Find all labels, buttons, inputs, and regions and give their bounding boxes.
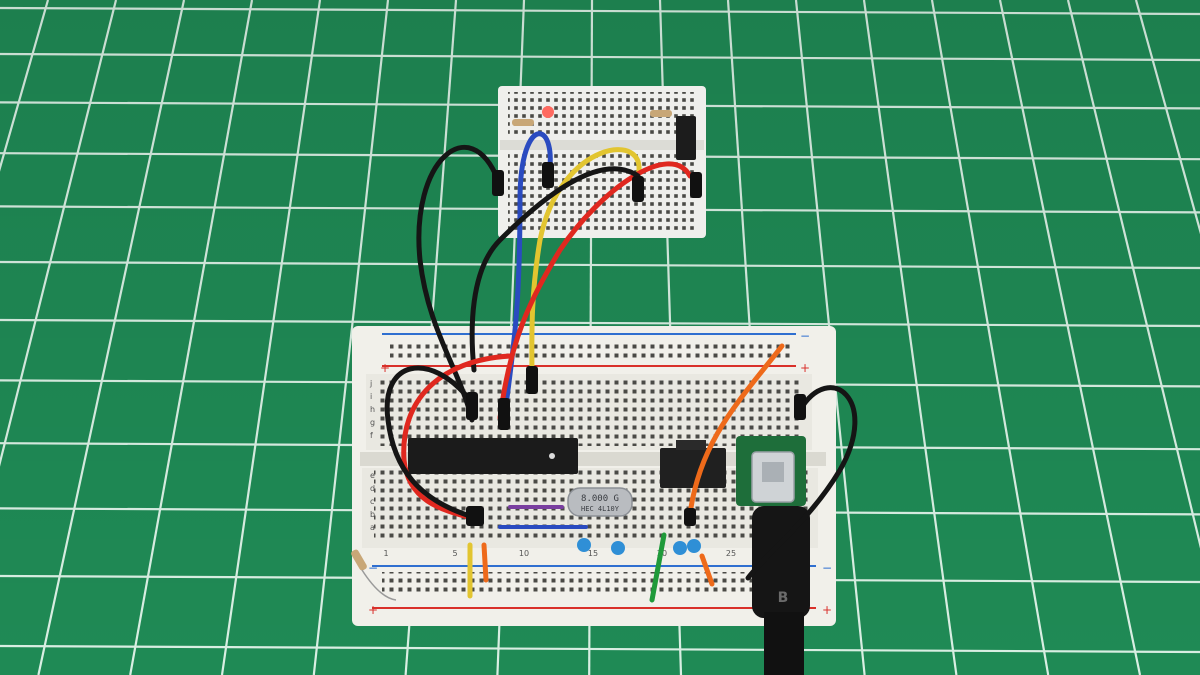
wire-plug-ends: [466, 162, 806, 526]
microcontroller-chip: [408, 438, 578, 474]
bottom-rail-holes: [382, 572, 802, 594]
resistor-lead: [361, 569, 397, 601]
plug-end: [794, 394, 806, 420]
regulator-tab: [676, 440, 706, 450]
orange-wire-long: [687, 343, 785, 517]
plug-end: [498, 398, 510, 430]
usb-module-connector-inner: [762, 462, 784, 482]
column-number: 1: [383, 549, 388, 558]
plug-end: [542, 162, 554, 188]
crystal-label-line1: 8.000 G: [581, 494, 619, 504]
capacitor-4: [687, 539, 701, 553]
jumper-wires: [384, 131, 858, 581]
row-letter: f: [370, 431, 373, 440]
capacitor-1: [577, 538, 591, 552]
bottom-rail-plus-label: +: [368, 603, 378, 617]
column-number: 10: [519, 549, 529, 558]
row-letter: h: [370, 405, 375, 414]
small-breadboard-channel: [500, 140, 704, 150]
upper-terminal-holes: [376, 378, 800, 446]
yellow-wire: [529, 147, 642, 385]
black-wire-3: [384, 365, 473, 519]
orange-jumper-short-right: [699, 553, 715, 587]
top-rail-minus-label: −: [800, 329, 810, 343]
bottom-rail-plus-label-right: +: [822, 603, 832, 617]
black-wire-2: [469, 166, 641, 373]
usb-plug-body: [752, 506, 810, 618]
crystal-oscillator: 8.000 G HEC 4L10Y: [567, 487, 633, 517]
top-rail-holes: [390, 340, 790, 358]
top-rail-plus-label: +: [380, 361, 390, 375]
plug-end: [526, 366, 538, 394]
small-board-resistor-right: [650, 110, 672, 117]
red-wire-top: [497, 161, 693, 421]
column-number: 25: [726, 549, 736, 558]
plug-end: [632, 176, 644, 202]
black-wire-usb: [745, 385, 858, 581]
small-breadboard: [498, 86, 706, 238]
row-letter: d: [370, 484, 375, 493]
usb-plug-b-mark: B: [778, 590, 789, 606]
red-wire-main: [401, 353, 513, 521]
chip-body: [408, 438, 578, 474]
bottom-rail-minus-label: −: [368, 561, 378, 575]
row-letter: b: [370, 510, 375, 519]
green-jumper: [649, 532, 667, 603]
bottom-rail-minus-label-right: −: [822, 561, 832, 575]
ceramic-capacitors: [577, 538, 701, 555]
capacitor-3: [673, 541, 687, 555]
crystal-can: [567, 487, 633, 517]
top-rail-plus-label-right: +: [800, 361, 810, 375]
row-letter: i: [370, 392, 372, 401]
usb-module: [736, 436, 806, 506]
orange-jumper-short-left: [481, 542, 489, 583]
column-number: 15: [588, 549, 598, 558]
usb-cable-strain-relief: [764, 612, 804, 675]
row-letter: g: [370, 418, 375, 427]
plug-end: [492, 170, 504, 196]
red-led: [542, 106, 554, 118]
plug-end: [684, 508, 696, 526]
plug-end: [466, 392, 478, 420]
column-number: 5: [452, 549, 457, 558]
black-wire-1: [416, 144, 501, 423]
usb-cable: B: [752, 506, 810, 675]
capacitor-2: [611, 541, 625, 555]
row-letter: e: [370, 471, 375, 480]
regulator-chip: [660, 448, 726, 488]
chip-pin1-mark: [549, 453, 555, 459]
plug-end: [466, 506, 484, 526]
row-letter: j: [369, 379, 372, 388]
push-button: [676, 116, 696, 160]
plug-end: [690, 172, 702, 198]
crystal-label-line2: HEC 4L10Y: [581, 505, 620, 513]
small-board-resistor-left: [512, 119, 534, 126]
row-letter: c: [370, 497, 374, 506]
row-letter: a: [370, 523, 375, 532]
off-board-resistor: [351, 549, 367, 571]
